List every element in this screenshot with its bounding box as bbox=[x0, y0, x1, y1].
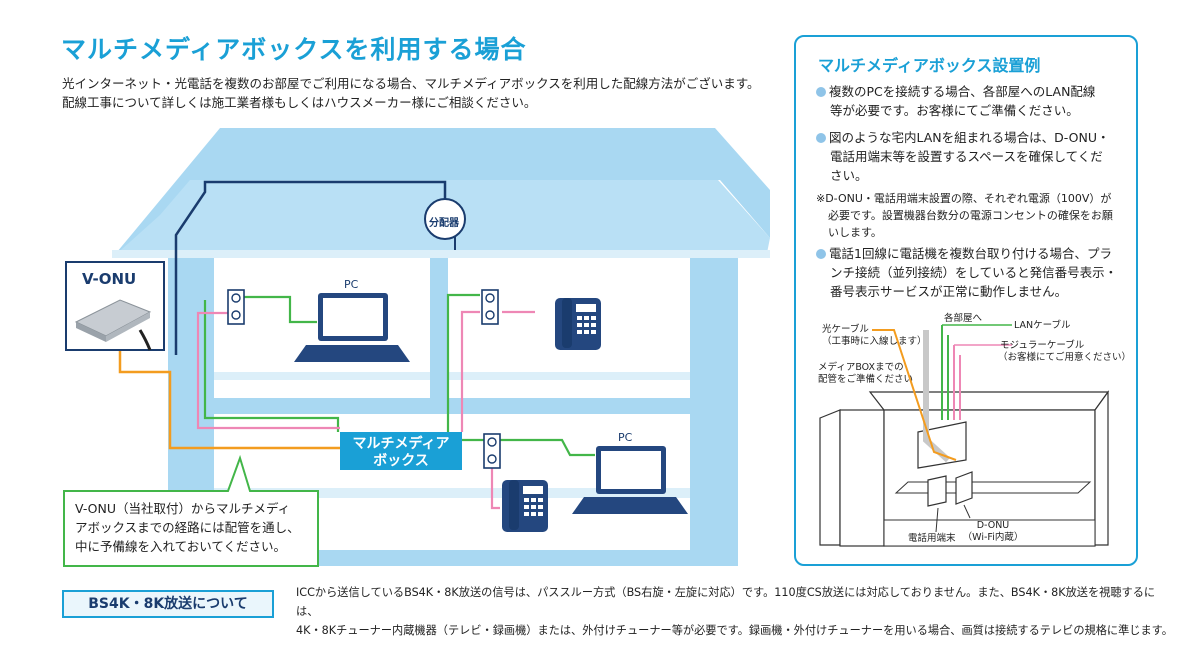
pc-label-lower: PC bbox=[618, 431, 633, 444]
multimedia-box-label-line-2: ボックス bbox=[373, 453, 429, 469]
bs4k-text: ICCから送信しているBS4K・8K放送の信号は、パススルー方式（BS右旋・左旋… bbox=[296, 583, 1176, 640]
house-middle-wall bbox=[430, 250, 448, 400]
bullet-dot-icon bbox=[816, 87, 826, 97]
panel-item-1-line-2: 等が必要です。お客様にてご準備ください。 bbox=[830, 103, 1079, 118]
navy-cable bbox=[174, 180, 447, 355]
panel-item-3-line-1: 電話1回線に電話機を複数台取り付ける場合、プラ bbox=[829, 246, 1112, 261]
callout-line-1: V-ONU（当社取付）からマルチメディ bbox=[75, 501, 291, 516]
pipe-label-line-1: メディアBOXまでの bbox=[818, 362, 904, 373]
pink-cable-left bbox=[196, 311, 340, 430]
panel-item-1-line-1: 複数のPCを接続する場合、各部屋へのLAN配線 bbox=[829, 84, 1096, 99]
bullet-dot-icon bbox=[816, 249, 826, 259]
house-upper-strip-right bbox=[448, 372, 690, 380]
green-cable-vertical-left bbox=[203, 300, 340, 432]
fiber-cable-label-line-1: 光ケーブル bbox=[822, 324, 869, 335]
installation-example-panel bbox=[794, 35, 1138, 566]
splitter-label: 分配器 bbox=[429, 218, 459, 229]
house-mid-floor-strip bbox=[214, 488, 690, 498]
bullet-dot-icon bbox=[816, 133, 826, 143]
prepare-label: （お客様にてご用意ください） bbox=[998, 352, 1132, 363]
phone-terminal-label: 電話用端末 bbox=[908, 533, 956, 544]
vonu-label: V-ONU bbox=[82, 270, 137, 288]
pc-label-upper: PC bbox=[344, 278, 359, 291]
panel-item-3-line-3: 番号表示サービスが正常に動作しません。 bbox=[830, 284, 1068, 299]
wall-outlet-upper-right bbox=[481, 289, 499, 325]
bs4k-text-line-2: 4K・8Kチューナー内蔵機器（テレビ・録画機）または、外付けチューナー等が必要で… bbox=[296, 624, 1173, 637]
panel-item-2: 図のような宅内LANを組まれる場合は、D-ONU・ 電話用端末等を設置するスペー… bbox=[816, 128, 1126, 185]
modular-cable-label: モジュラーケーブル bbox=[1000, 340, 1085, 351]
installation-illustration bbox=[819, 324, 1110, 547]
intro-line-1: 光インターネット・光電話を複数のお部屋でご利用になる場合、マルチメディアボックス… bbox=[62, 76, 760, 91]
wall-outlet-lower bbox=[483, 433, 501, 469]
callout-text: V-ONU（当社取付）からマルチメディ アボックスまでの経路には配管を通し、 中… bbox=[75, 499, 335, 556]
pc-icon-lower bbox=[572, 446, 688, 514]
house-upper-floor bbox=[168, 398, 738, 414]
donu-label-line-1: D-ONU bbox=[976, 520, 1010, 531]
intro-text: 光インターネット・光電話を複数のお部屋でご利用になる場合、マルチメディアボックス… bbox=[62, 74, 760, 112]
callout-line-3: 中に予備線を入れておいてください。 bbox=[75, 539, 287, 554]
lan-cable-label: LANケーブル bbox=[1014, 320, 1071, 331]
house-upper-strip bbox=[214, 372, 430, 380]
pink-cable-right bbox=[460, 310, 480, 432]
panel-item-3: 電話1回線に電話機を複数台取り付ける場合、プラ ンチ接続（並列接続）をしていると… bbox=[816, 244, 1126, 301]
panel-item-3-line-2: ンチ接続（並列接続）をしていると発信番号表示・ bbox=[830, 265, 1118, 280]
panel-note-line-1: ※D-ONU・電話用端末設置の際、それぞれ電源（100V）が bbox=[816, 192, 1112, 205]
intro-line-2: 配線工事について詳しくは施工業者様もしくはハウスメーカー様にご相談ください。 bbox=[62, 95, 537, 110]
panel-note-line-2: 必要です。設置機器台数分の電源コンセントの確保をお願 bbox=[828, 209, 1113, 222]
orange-cable bbox=[118, 345, 340, 450]
pipe-label-line-2: 配管をご準備ください bbox=[818, 374, 914, 385]
panel-title: マルチメディアボックス設置例 bbox=[818, 56, 1041, 75]
multimedia-box-label: マルチメディア ボックス bbox=[340, 436, 462, 470]
pc-icon-upper bbox=[294, 293, 410, 362]
wall-outlet-upper-left bbox=[227, 289, 245, 325]
house-roof bbox=[112, 128, 770, 258]
donu-label-line-2: （Wi-Fi内蔵） bbox=[962, 532, 1024, 543]
splitter-icon bbox=[424, 198, 466, 240]
multimedia-box bbox=[340, 432, 462, 470]
bs4k-text-line-1: ICCから送信しているBS4K・8K放送の信号は、パススルー方式（BS右旋・左旋… bbox=[296, 586, 1156, 618]
page-title: マルチメディアボックスを利用する場合 bbox=[61, 35, 527, 64]
panel-item-2-line-3: さい。 bbox=[830, 168, 868, 183]
donu-label: D-ONU （Wi-Fi内蔵） bbox=[958, 520, 1028, 544]
panel-note-line-3: いします。 bbox=[828, 226, 882, 239]
bs4k-heading: BS4K・8K放送について bbox=[62, 590, 274, 618]
callout-line-2: アボックスまでの経路には配管を通し、 bbox=[75, 520, 300, 535]
green-cable-upper-left bbox=[244, 295, 317, 324]
pipe-label: メディアBOXまでの 配管をご準備ください bbox=[818, 362, 913, 386]
multimedia-box-label-line-1: マルチメディア bbox=[352, 436, 450, 452]
green-cable-lower bbox=[462, 438, 595, 457]
house-eave bbox=[112, 250, 770, 258]
panel-note: ※D-ONU・電話用端末設置の際、それぞれ電源（100V）が 必要です。設置機器… bbox=[816, 190, 1128, 241]
fiber-cable-label: 光ケーブル （工事時に入線します） bbox=[822, 324, 927, 348]
callout-box bbox=[63, 454, 319, 567]
panel-item-2-line-2: 電話用端末等を設置するスペースを確保してくだ bbox=[830, 149, 1103, 164]
panel-item-2-line-1: 図のような宅内LANを組まれる場合は、D-ONU・ bbox=[829, 130, 1110, 145]
green-cable-upper-right bbox=[446, 293, 480, 440]
phone-icon-lower bbox=[502, 480, 548, 532]
phone-icon-upper bbox=[555, 298, 601, 350]
rooms-label: 各部屋へ bbox=[944, 313, 983, 324]
vonu-device-image bbox=[74, 299, 152, 351]
fiber-cable-label-line-2: （工事時に入線します） bbox=[822, 336, 927, 347]
panel-item-1: 複数のPCを接続する場合、各部屋へのLAN配線 等が必要です。お客様にてご準備く… bbox=[816, 82, 1126, 120]
pink-cable-phone-lower bbox=[490, 468, 500, 510]
